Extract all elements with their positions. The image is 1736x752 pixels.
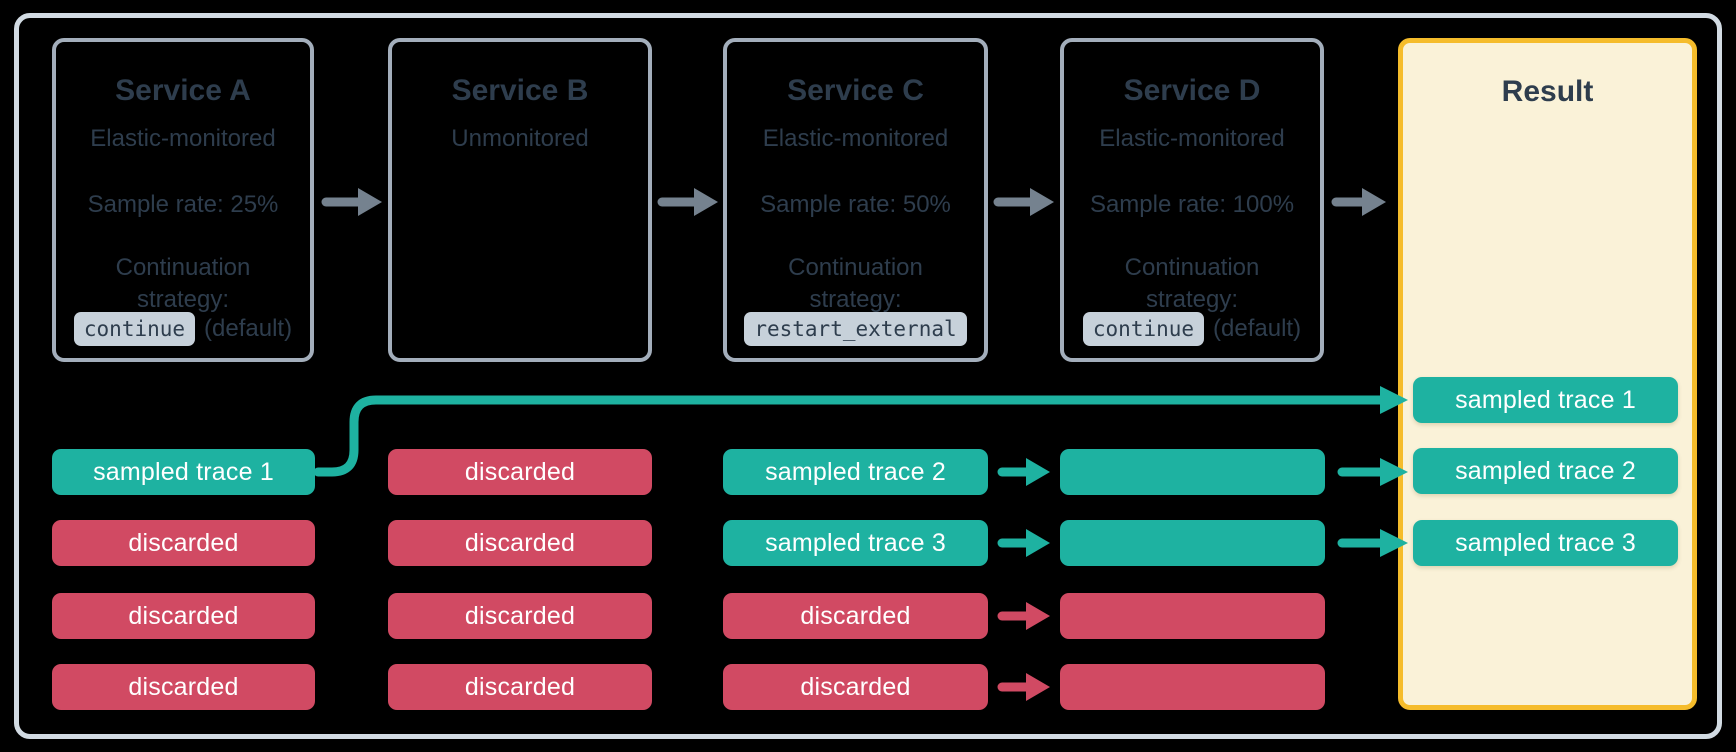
service-c-strategy-row: restart_external	[727, 312, 984, 346]
service-c-sample-rate: Sample rate: 50%	[760, 191, 951, 218]
service-d-strategy-label: strategy:	[1145, 286, 1239, 313]
service-a-subtitle: Elastic-monitored	[90, 125, 276, 152]
trace-pill-c-row4: discarded	[723, 664, 988, 710]
service-d-strategy-row: continue (default)	[1064, 312, 1320, 346]
service-a-title: Service A	[115, 74, 251, 107]
trace-pill-d-row1	[1060, 449, 1325, 495]
trace-pill-c-row2: sampled trace 3	[723, 520, 988, 566]
service-d-strategy-default-note: (default)	[1213, 315, 1302, 342]
service-a-strategy-row: continue (default)	[56, 312, 310, 346]
service-a-box: Service A Elastic-monitored Sample rate:…	[52, 38, 314, 362]
service-c-box: Service C Elastic-monitored Sample rate:…	[723, 38, 988, 362]
service-c-strategy-chip: restart_external	[744, 312, 967, 346]
result-title: Result	[1501, 75, 1594, 108]
service-d-title: Service D	[1123, 74, 1261, 107]
trace-pill-a-row3: discarded	[52, 593, 315, 639]
trace-pill-d-row4	[1060, 664, 1325, 710]
service-b-title: Service B	[451, 74, 589, 107]
service-a-strategy-chip: continue	[73, 312, 196, 346]
trace-pill-a-row4: discarded	[52, 664, 315, 710]
trace-pill-d-row3	[1060, 593, 1325, 639]
result-pill-trace1: sampled trace 1	[1413, 377, 1678, 423]
service-c-title: Service C	[787, 74, 924, 107]
service-d-sample-rate: Sample rate: 100%	[1089, 191, 1295, 218]
result-pill-trace3: sampled trace 3	[1413, 520, 1678, 566]
service-a-sample-rate: Sample rate: 25%	[87, 191, 279, 218]
trace-pill-d-row2	[1060, 520, 1325, 566]
service-a-strategy-default-note: (default)	[204, 315, 293, 342]
trace-pill-b-row2: discarded	[388, 520, 652, 566]
trace-pill-b-row3: discarded	[388, 593, 652, 639]
service-c-subtitle: Elastic-monitored	[762, 125, 949, 152]
service-d-continuation-label: Continuation	[1124, 254, 1260, 281]
outer-frame	[14, 13, 1722, 739]
trace-pill-c-row1: sampled trace 2	[723, 449, 988, 495]
service-a-continuation-label: Continuation	[115, 254, 251, 281]
trace-pill-a-row2: discarded	[52, 520, 315, 566]
trace-pill-b-row4: discarded	[388, 664, 652, 710]
result-box: Result	[1398, 38, 1697, 710]
service-d-strategy-chip: continue	[1082, 312, 1205, 346]
service-c-continuation-label: Continuation	[788, 254, 923, 281]
trace-pill-b-row1: discarded	[388, 449, 652, 495]
trace-pill-c-row3: discarded	[723, 593, 988, 639]
service-b-box: Service B Unmonitored	[388, 38, 652, 362]
service-d-box: Service D Elastic-monitored Sample rate:…	[1060, 38, 1324, 362]
service-d-subtitle: Elastic-monitored	[1099, 125, 1285, 152]
service-c-strategy-label: strategy:	[809, 286, 902, 313]
trace-pill-a-row1: sampled trace 1	[52, 449, 315, 495]
service-b-subtitle: Unmonitored	[451, 125, 589, 152]
result-pill-trace2: sampled trace 2	[1413, 448, 1678, 494]
service-a-strategy-label: strategy:	[136, 286, 230, 313]
